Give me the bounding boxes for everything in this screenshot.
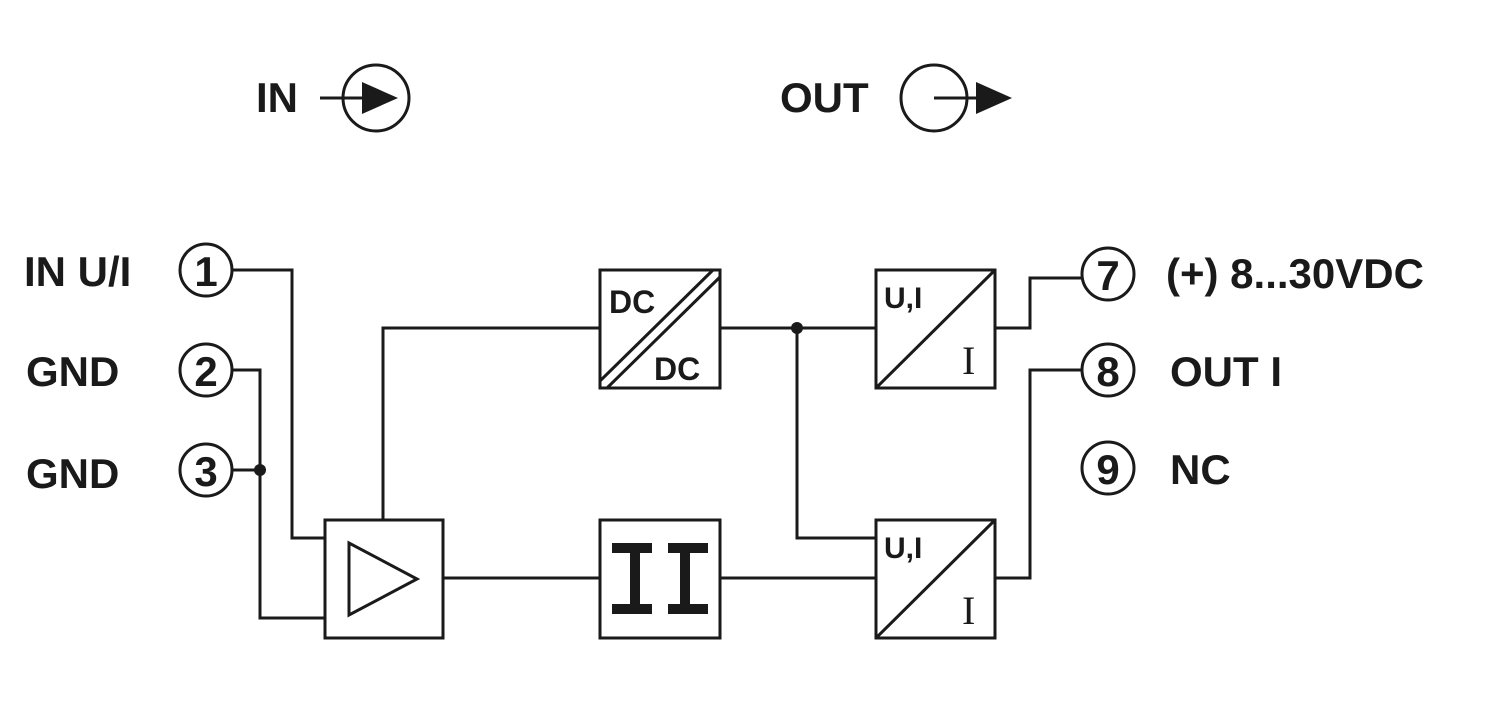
terminal-1-label: IN U/I	[24, 248, 131, 295]
isolator-right-core-icon	[668, 543, 708, 614]
legend-out-label: OUT	[780, 74, 869, 121]
amplifier-triangle-icon	[347, 540, 421, 618]
terminal-9-label: NC	[1170, 446, 1231, 493]
converter-bottom-input-label: U,I	[884, 532, 922, 565]
legend-in: IN	[256, 63, 411, 133]
junction-dot-gnd	[254, 464, 266, 476]
terminal-9-icon	[1080, 440, 1136, 496]
terminal-7-label: (+) 8...30VDC	[1166, 250, 1424, 297]
wire-supply-to-conv-bottom	[795, 328, 876, 540]
converter-bottom-diagonal	[874, 518, 997, 640]
terminal-7-icon	[1080, 246, 1136, 302]
terminal-9-number: 9	[1096, 446, 1119, 493]
terminal-3-label: GND	[26, 450, 119, 497]
wire-to-terminal-8	[995, 368, 1082, 580]
terminal-2-label: GND	[26, 348, 119, 395]
wire-amp-to-dcdc	[381, 326, 600, 520]
dcdc-bottom-label: DC	[654, 351, 700, 387]
dcdc-box	[598, 268, 722, 390]
legend-out: OUT	[780, 63, 1012, 133]
left-terminals: IN U/I 1 GND 2 GND 3	[24, 242, 234, 498]
right-terminals: 7 (+) 8...30VDC 8 OUT I 9 NC	[1080, 246, 1424, 496]
amplifier-block	[323, 518, 445, 640]
input-arrowhead-icon	[362, 82, 398, 114]
terminal-8-icon	[1080, 342, 1136, 398]
converter-bottom-block: U,I I	[874, 518, 997, 640]
terminal-2-icon	[178, 342, 234, 398]
dcdc-diagonal-1	[598, 268, 715, 383]
terminal-1-number: 1	[194, 248, 217, 295]
terminal-8-label: OUT I	[1170, 348, 1282, 395]
dcdc-diagonal-2	[605, 275, 722, 390]
terminal-3-number: 3	[194, 448, 217, 495]
isolator-block	[598, 518, 722, 640]
amplifier-box	[323, 518, 445, 640]
terminal-3-icon	[178, 442, 234, 498]
terminal-8-number: 8	[1096, 348, 1119, 395]
wires	[232, 268, 1082, 620]
wire-to-terminal-7	[995, 276, 1082, 330]
wire-in-ui	[232, 268, 325, 540]
terminal-7-number: 7	[1096, 252, 1119, 299]
converter-top-block: U,I I	[874, 268, 997, 390]
terminal-1-icon	[178, 242, 234, 298]
legend-in-label: IN	[256, 74, 298, 121]
isolator-left-core-icon	[612, 543, 652, 614]
converter-top-diagonal	[874, 268, 997, 390]
isolator-box	[598, 518, 722, 640]
output-arrowhead-icon	[976, 82, 1012, 114]
converter-top-input-label: U,I	[884, 282, 922, 315]
terminal-2-number: 2	[194, 348, 217, 395]
converter-top-output-label: I	[962, 338, 975, 383]
dcdc-block: DC DC	[598, 268, 722, 390]
wire-gnd-2	[232, 368, 325, 620]
converter-bottom-output-label: I	[962, 588, 975, 633]
dcdc-top-label: DC	[609, 284, 655, 320]
